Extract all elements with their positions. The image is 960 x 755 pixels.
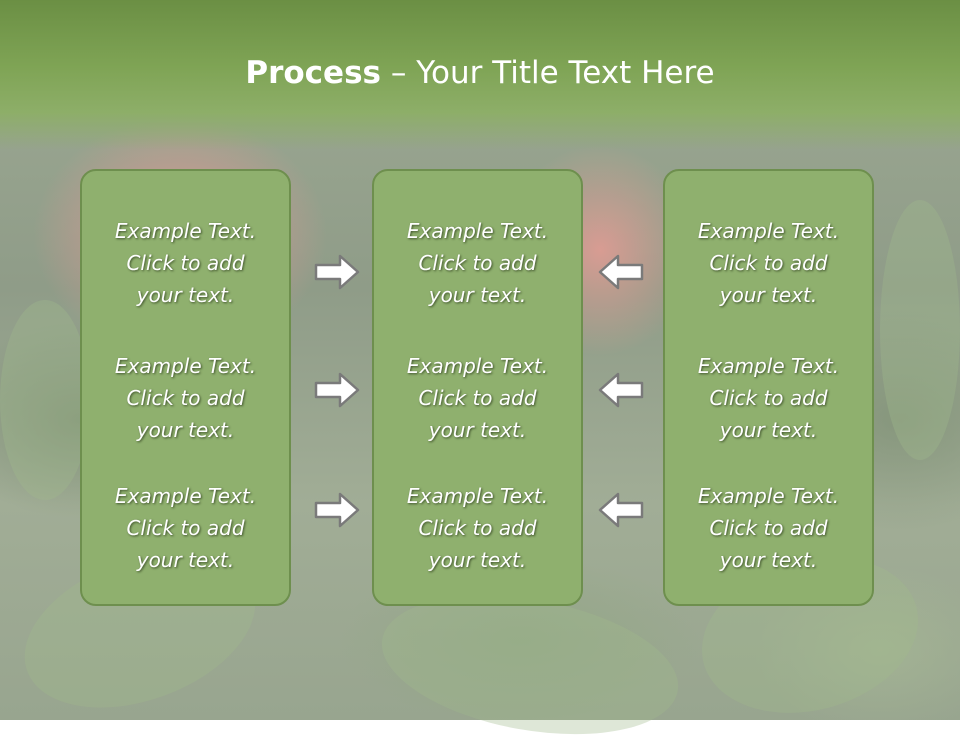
left-arrow-icon[interactable]	[597, 490, 645, 530]
text-block[interactable]: Example Text. Click to add your text.	[665, 350, 872, 446]
process-box-center[interactable]: Example Text. Click to add your text. Ex…	[372, 169, 583, 606]
text-block[interactable]: Example Text. Click to add your text.	[374, 350, 581, 446]
right-arrow-icon[interactable]	[313, 490, 361, 530]
text-line: Click to add	[126, 386, 245, 410]
left-arrow-icon[interactable]	[597, 252, 645, 292]
text-line: your text.	[136, 283, 235, 307]
text-line: Click to add	[709, 386, 828, 410]
text-line: Example Text.	[406, 484, 549, 508]
text-line: Example Text.	[697, 219, 840, 243]
leaf-decoration	[880, 200, 960, 460]
text-line: Click to add	[418, 386, 537, 410]
text-line: your text.	[719, 548, 818, 572]
title-rest: – Your Title Text Here	[381, 55, 715, 91]
text-line: your text.	[719, 283, 818, 307]
leaf-decoration	[0, 300, 90, 500]
text-line: Click to add	[126, 516, 245, 540]
text-line: Example Text.	[406, 219, 549, 243]
right-arrow-icon[interactable]	[313, 252, 361, 292]
process-box-right[interactable]: Example Text. Click to add your text. Ex…	[663, 169, 874, 606]
text-block[interactable]: Example Text. Click to add your text.	[82, 480, 289, 576]
text-line: Example Text.	[406, 354, 549, 378]
text-block[interactable]: Example Text. Click to add your text.	[665, 215, 872, 311]
text-line: your text.	[136, 418, 235, 442]
slide-title[interactable]: Process – Your Title Text Here	[0, 55, 960, 91]
text-line: your text.	[136, 548, 235, 572]
text-block[interactable]: Example Text. Click to add your text.	[82, 215, 289, 311]
text-line: Example Text.	[114, 354, 257, 378]
text-line: your text.	[719, 418, 818, 442]
right-arrow-icon[interactable]	[313, 370, 361, 410]
text-line: Click to add	[709, 251, 828, 275]
text-line: Example Text.	[697, 484, 840, 508]
text-line: Click to add	[709, 516, 828, 540]
title-bold: Process	[245, 55, 381, 91]
text-line: Example Text.	[114, 484, 257, 508]
text-line: Click to add	[126, 251, 245, 275]
text-block[interactable]: Example Text. Click to add your text.	[82, 350, 289, 446]
text-line: your text.	[428, 283, 527, 307]
text-block[interactable]: Example Text. Click to add your text.	[374, 480, 581, 576]
text-line: Click to add	[418, 251, 537, 275]
text-line: your text.	[428, 418, 527, 442]
process-box-left[interactable]: Example Text. Click to add your text. Ex…	[80, 169, 291, 606]
text-line: Click to add	[418, 516, 537, 540]
text-block[interactable]: Example Text. Click to add your text.	[665, 480, 872, 576]
text-line: your text.	[428, 548, 527, 572]
text-block[interactable]: Example Text. Click to add your text.	[374, 215, 581, 311]
left-arrow-icon[interactable]	[597, 370, 645, 410]
text-line: Example Text.	[114, 219, 257, 243]
text-line: Example Text.	[697, 354, 840, 378]
title-bar	[0, 0, 960, 150]
